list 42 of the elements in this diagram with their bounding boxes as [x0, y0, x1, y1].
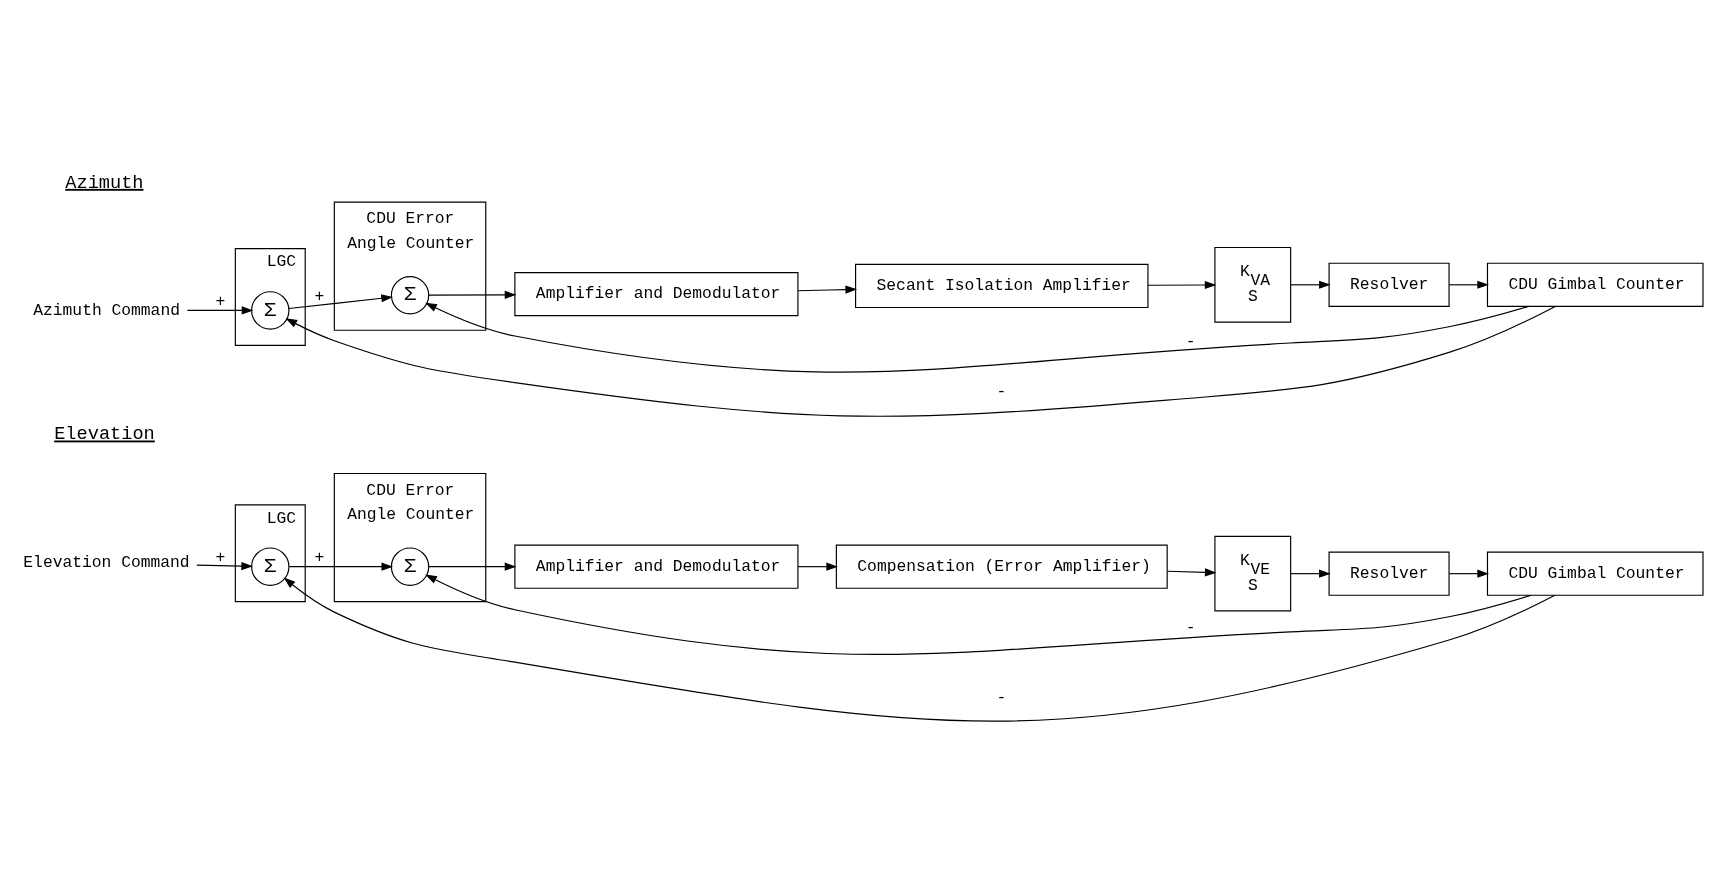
arrow: [428, 290, 517, 299]
arrow: [797, 285, 858, 294]
edge-label: -: [996, 688, 1007, 708]
arrow: [288, 294, 393, 310]
node-circle: Σ: [390, 547, 430, 586]
edge-label: +: [215, 548, 226, 568]
arrow: [1147, 280, 1217, 290]
edge-label: +: [314, 548, 325, 568]
node-text: Azimuth Command: [33, 300, 180, 320]
arrow: [428, 562, 517, 571]
edge-label: +: [215, 292, 226, 311]
node-box: Resolver: [1328, 551, 1450, 596]
node-circle: Σ: [251, 291, 290, 330]
arrow: [1448, 569, 1489, 578]
arrow: [1290, 569, 1331, 578]
arrow: [425, 574, 1532, 655]
arrow: [1166, 568, 1217, 577]
node-box: CDU Gimbal Counter: [1486, 262, 1704, 307]
node-box: Compensation (Error Amplifier): [835, 544, 1168, 589]
node-box: Amplifier and Demodulator: [514, 544, 799, 589]
node-box: Secant Isolation Amplifier: [855, 263, 1149, 309]
node-circle: Σ: [390, 276, 430, 315]
arrow: [196, 562, 253, 571]
arrow: [288, 562, 394, 571]
label: Azimuth: [65, 171, 144, 194]
arrow: [1290, 280, 1331, 289]
arrow: [1448, 280, 1489, 289]
arrow: [283, 577, 1556, 722]
node-box: CDU Gimbal Counter: [1486, 551, 1704, 596]
node-box: Resolver: [1328, 262, 1450, 307]
arrow: [186, 306, 254, 315]
label: Elevation: [54, 423, 155, 446]
arrow: [425, 302, 1530, 373]
node-text: Elevation Command: [23, 553, 190, 573]
node-circle: Σ: [251, 547, 290, 586]
edge-label: -: [996, 381, 1007, 401]
arrow: [285, 305, 1556, 417]
edge-label: +: [314, 287, 325, 307]
edge-label: -: [1185, 618, 1196, 638]
edge-label: -: [1185, 331, 1196, 351]
arrow: [797, 562, 838, 571]
node-box: Amplifier and Demodulator: [514, 272, 799, 317]
